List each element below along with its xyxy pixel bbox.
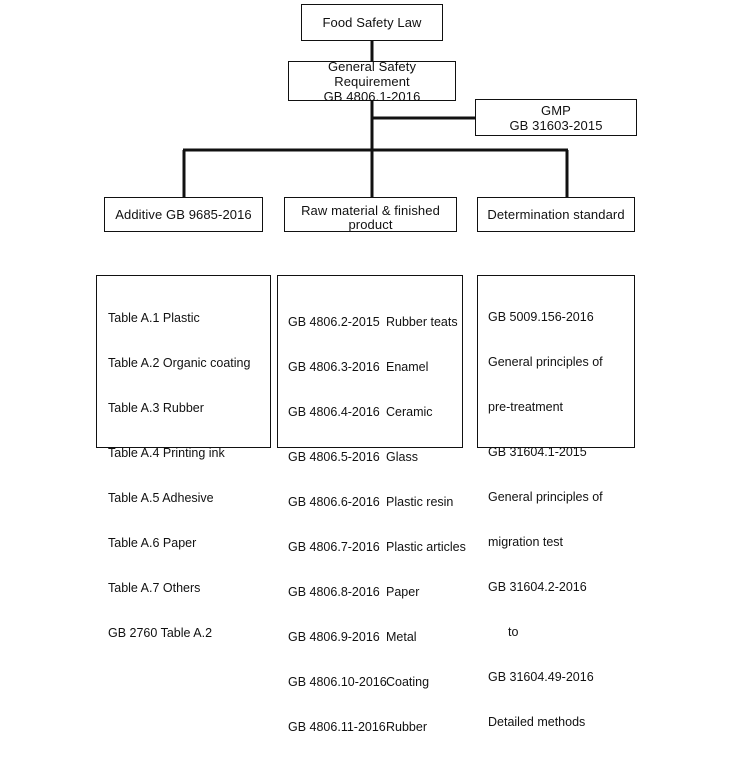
raw-list-code: GB 4806.11-2016 [288, 720, 386, 734]
gmp-title: GMP [541, 102, 571, 118]
raw-list-item: GB 4806.6-2016 Plastic resin [288, 495, 466, 510]
raw-list-name: Ceramic [386, 405, 433, 419]
raw-list-item: GB 4806.11-2016Rubber [288, 720, 466, 735]
additive-list-item: Table A.6 Paper [108, 536, 197, 550]
raw-list-code: GB 4806.3-2016 [288, 360, 380, 374]
additive-label: Additive GB 9685-2016 [115, 207, 252, 222]
connector-lines [182, 40, 569, 199]
determination-list-item: GB 31604.49-2016 [488, 670, 594, 684]
determination-list-item: to [508, 625, 519, 639]
raw-list-name: Rubber [386, 720, 427, 734]
determination-list-item: GB 5009.156-2016 [488, 310, 594, 324]
additive-list-item: Table A.3 Rubber [108, 401, 204, 415]
general-safety-box: General Safety Requirement GB 4806.1-201… [288, 58, 456, 104]
additive-list-item: Table A.4 Printing ink [108, 446, 225, 460]
determination-list: GB 5009.156-2016 General principles of p… [488, 280, 603, 760]
additive-list-item: Table A.5 Adhesive [108, 491, 214, 505]
raw-list-item: GB 4806.3-2016 Enamel [288, 360, 466, 375]
raw-material-box: Raw material & finished product [284, 197, 457, 232]
raw-list-item: GB 4806.8-2016 Paper [288, 585, 466, 600]
raw-material-line2: product [348, 217, 393, 232]
determination-list-item: General principles of [488, 490, 603, 504]
gmp-box: GMP GB 31603-2015 [475, 99, 637, 136]
additive-list-box: Table A.1 Plastic Table A.2 Organic coat… [96, 275, 271, 640]
additive-list-item: GB 2760 Table A.2 [108, 626, 213, 640]
additive-list-item: Table A.1 Plastic [108, 311, 200, 325]
determination-label: Determination standard [487, 207, 625, 222]
raw-list-item: GB 4806.10-2016Coating [288, 675, 466, 690]
raw-list: GB 4806.2-2015 Rubber teats GB 4806.3-201… [288, 285, 466, 765]
additive-list-item: Table A.2 Organic coating [108, 356, 251, 370]
general-safety-code: GB 4806.1-2016 [323, 88, 421, 104]
raw-list-item: GB 4806.9-2016 Metal [288, 630, 466, 645]
food-safety-law-box: Food Safety Law [301, 4, 443, 41]
raw-list-code: GB 4806.8-2016 [288, 585, 380, 599]
determination-list-item: Detailed methods [488, 715, 586, 729]
raw-list-code: GB 4806.5-2016 [288, 450, 380, 464]
raw-list-code: GB 4806.10-2016 [288, 675, 387, 689]
raw-list-name: Glass [386, 450, 418, 464]
raw-list-name: Rubber teats [386, 315, 458, 329]
additive-list-item: Table A.7 Others [108, 581, 201, 595]
raw-list-code: GB 4806.4-2016 [288, 405, 380, 419]
determination-list-item: GB 31604.2-2016 [488, 580, 587, 594]
raw-list-code: GB 4806.2-2015 [288, 315, 380, 329]
raw-list-code: GB 4806.9-2016 [288, 630, 380, 644]
food-safety-law-label: Food Safety Law [322, 15, 422, 30]
additive-list: Table A.1 Plastic Table A.2 Organic coat… [108, 281, 250, 671]
determination-list-item: General principles of [488, 355, 603, 369]
additive-box: Additive GB 9685-2016 [104, 197, 263, 232]
raw-list-item: GB 4806.2-2015 Rubber teats [288, 315, 466, 330]
raw-list-name: Metal [386, 630, 417, 644]
food-safety-diagram: Food Safety Law General Safety Requireme… [96, 4, 637, 734]
general-safety-title: General Safety Requirement [327, 58, 417, 89]
raw-list-item: GB 4806.7-2016 Plastic articles [288, 540, 466, 555]
determination-box: Determination standard [477, 197, 635, 232]
determination-list-item: migration test [488, 535, 564, 549]
raw-material-line1: Raw material & finished [301, 203, 440, 218]
raw-list-item: GB 4806.4-2016 Ceramic [288, 405, 466, 420]
determination-list-item: GB 31604.1-2015 [488, 445, 587, 459]
raw-list-code: GB 4806.6-2016 [288, 495, 380, 509]
gmp-code: GB 31603-2015 [509, 117, 603, 133]
determination-list-box: GB 5009.156-2016 General principles of p… [477, 275, 635, 729]
raw-list-name: Plastic articles [386, 540, 466, 554]
raw-list-name: Plastic resin [386, 495, 454, 509]
raw-list-code: GB 4806.7-2016 [288, 540, 380, 554]
raw-list-box: GB 4806.2-2015 Rubber teats GB 4806.3-201… [277, 275, 466, 734]
raw-list-name: Enamel [386, 360, 429, 374]
raw-list-name: Coating [386, 675, 430, 689]
raw-list-name: Paper [386, 585, 420, 599]
raw-material-label: Raw material & finished product [285, 204, 456, 232]
raw-list-item: GB 4806.5-2016 Glass [288, 450, 466, 465]
determination-list-item: pre-treatment [488, 400, 564, 414]
